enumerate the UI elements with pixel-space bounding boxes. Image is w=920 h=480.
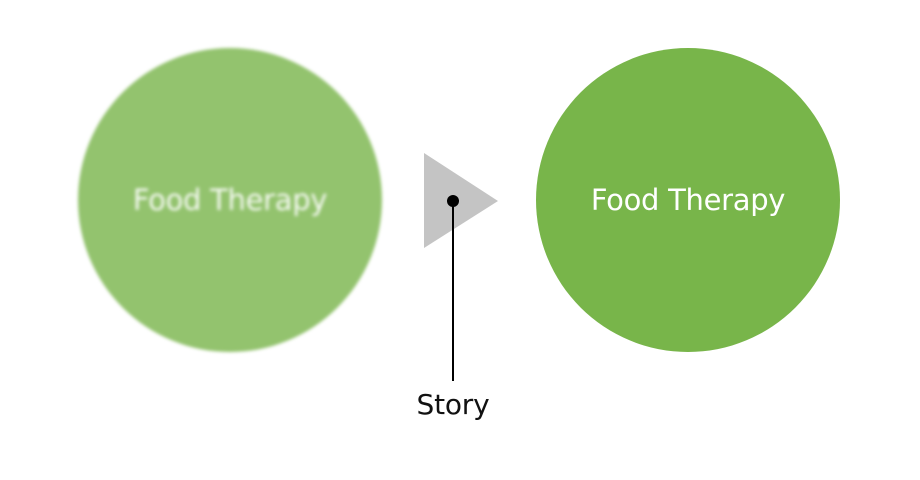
play-triangle-icon [424,153,498,248]
after-circle-label: Food Therapy [590,183,786,217]
before-circle: Food Therapy [78,48,382,352]
pointer-dot [447,195,459,207]
after-circle: Food Therapy [536,48,840,352]
story-caption: Story [416,388,490,421]
before-circle-label: Food Therapy [132,183,328,217]
